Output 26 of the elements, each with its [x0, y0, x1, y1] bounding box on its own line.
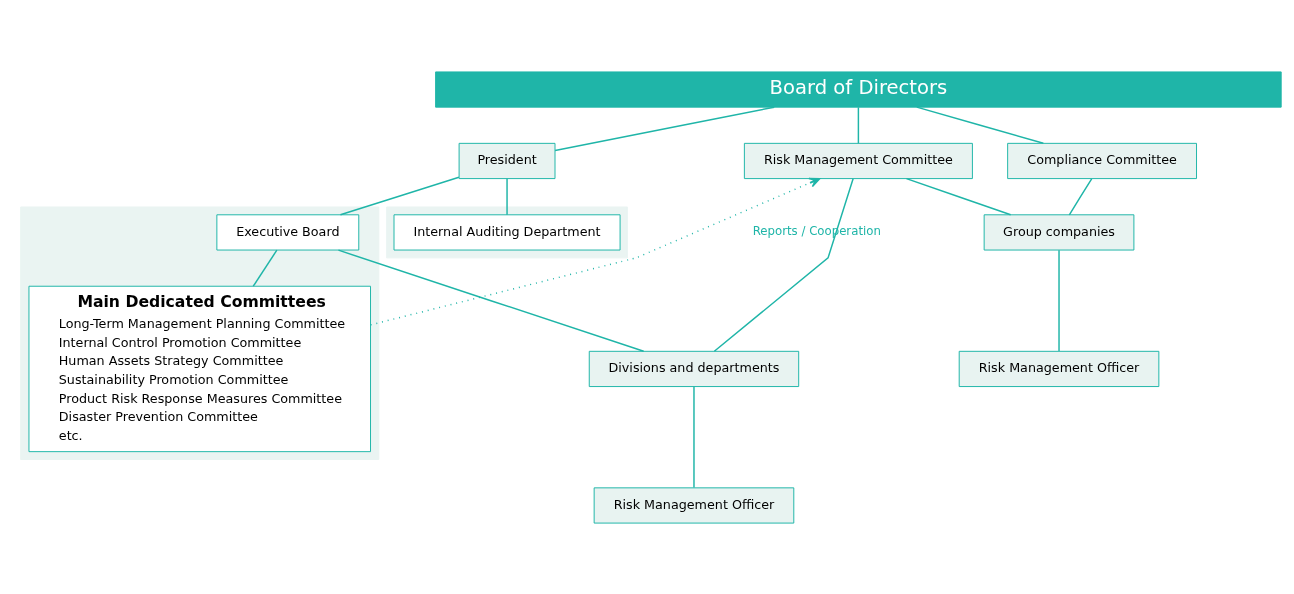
connector [1068, 177, 1093, 215]
node-box: President [458, 142, 556, 179]
node-box: Divisions and departments [588, 350, 800, 387]
node-box: Executive Board [216, 213, 360, 250]
node-box: Risk Management Officer [958, 350, 1160, 387]
cluster [386, 206, 628, 258]
connector [1058, 248, 1060, 352]
node-box: Main Dedicated Committees Long-Term Management Planning Committee Internal Control Promotion Committee Human Assets Strategy Committee Sustainability Promotion Committee Product Risk Response Measures Committee Disaster Prevention Committee etc. [28, 285, 371, 452]
node-box: Board of Directors [435, 70, 1282, 108]
connector [713, 177, 854, 352]
connector [554, 105, 775, 151]
node-box: Compliance Committee [1007, 142, 1197, 179]
node-box: Internal Auditing Department [393, 213, 621, 250]
connector [252, 248, 278, 287]
arrow [369, 177, 821, 326]
connector [693, 385, 695, 488]
connector [857, 106, 860, 144]
cluster [20, 206, 380, 460]
connector [339, 175, 460, 215]
node-box: Group companies [983, 213, 1135, 250]
connector [916, 105, 1045, 144]
node-box: Risk Management Committee [743, 142, 973, 179]
connector [506, 177, 508, 215]
connector [337, 248, 645, 352]
connector [905, 177, 1012, 215]
node-box: Risk Management Officer [593, 486, 795, 524]
